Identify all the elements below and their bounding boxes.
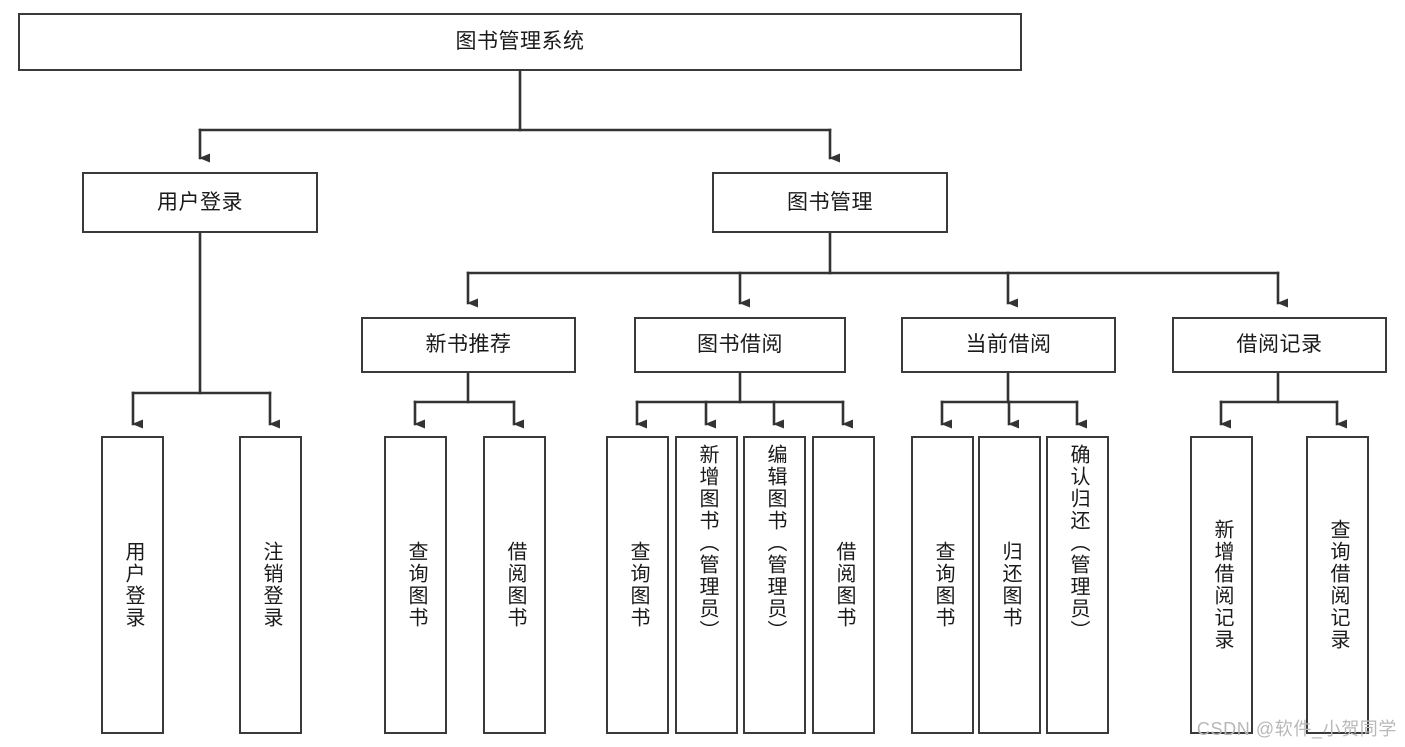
leaf-add-borrow-record[interactable]: 新增借阅记录 [1190, 436, 1253, 734]
leaf-query-borrow-record[interactable]: 查询借阅记录 [1306, 436, 1369, 734]
leaf-query-book-newbook[interactable]: 查询图书 [384, 436, 447, 734]
node-label: 查询图书 [405, 541, 427, 629]
node-label: 图书管理系统 [455, 30, 585, 54]
node-label: 图书管理 [787, 190, 873, 214]
leaf-add-book[interactable]: 新增图书（管理员） [675, 436, 738, 734]
node-label: 查询图书 [932, 541, 954, 629]
node-user-login[interactable]: 用户登录 [82, 172, 318, 233]
leaf-return-book[interactable]: 归还图书 [978, 436, 1041, 734]
node-book-borrow[interactable]: 图书借阅 [634, 317, 846, 373]
node-label: 借阅图书 [833, 541, 855, 629]
leaf-borrow-book-newbook[interactable]: 借阅图书 [483, 436, 546, 734]
leaf-query-book-borrow[interactable]: 查询图书 [606, 436, 669, 734]
leaf-confirm-return[interactable]: 确认归还（管理员） [1046, 436, 1109, 734]
node-label: 新增借阅记录 [1211, 519, 1233, 651]
node-label: 确认归还（管理员） [1067, 444, 1089, 642]
watermark-text: CSDN @软件_小贺同学 [1196, 719, 1397, 739]
node-label: 查询借阅记录 [1327, 519, 1349, 651]
leaf-borrow-book-borrow[interactable]: 借阅图书 [812, 436, 875, 734]
node-root-system[interactable]: 图书管理系统 [18, 13, 1022, 71]
node-label: 用户登录 [157, 190, 243, 214]
node-label: 当前借阅 [965, 333, 1052, 357]
node-label: 注销登录 [260, 541, 282, 629]
node-label: 编辑图书（管理员） [764, 444, 786, 642]
node-label: 新增图书（管理员） [696, 444, 718, 642]
leaf-query-book-current[interactable]: 查询图书 [911, 436, 974, 734]
leaf-logout[interactable]: 注销登录 [239, 436, 302, 734]
node-borrow-record[interactable]: 借阅记录 [1172, 317, 1387, 373]
node-label: 归还图书 [999, 541, 1021, 629]
node-current-borrow[interactable]: 当前借阅 [901, 317, 1116, 373]
node-label: 新书推荐 [425, 333, 512, 357]
node-label: 图书借阅 [697, 333, 783, 357]
leaf-user-login[interactable]: 用户登录 [101, 436, 164, 734]
leaf-edit-book[interactable]: 编辑图书（管理员） [743, 436, 806, 734]
node-label: 借阅图书 [504, 541, 526, 629]
node-book-manage[interactable]: 图书管理 [712, 172, 948, 233]
node-new-book-recommend[interactable]: 新书推荐 [361, 317, 576, 373]
node-label: 查询图书 [627, 541, 649, 629]
node-label: 用户登录 [122, 541, 144, 629]
node-label: 借阅记录 [1236, 333, 1323, 357]
